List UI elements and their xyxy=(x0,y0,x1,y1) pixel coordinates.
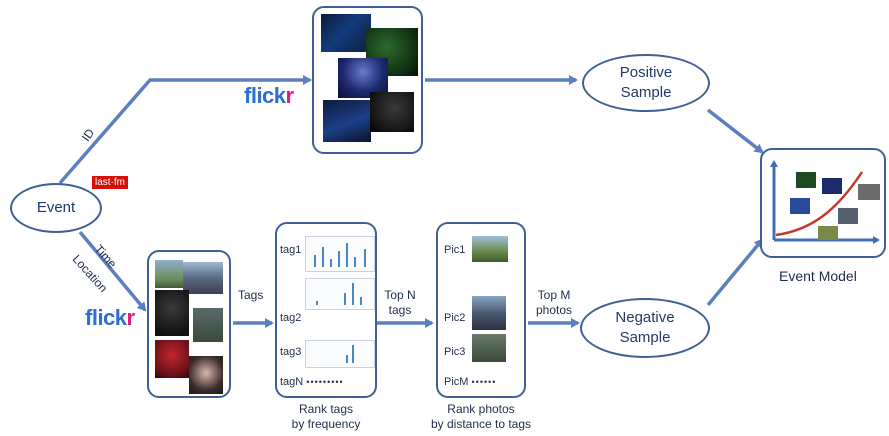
model-photo-1 xyxy=(796,172,816,188)
positive-sample-node: Positive Sample xyxy=(582,54,710,112)
edge-label-top-n-tags: Top N tags xyxy=(384,288,416,317)
pic-row-3: Pic3 xyxy=(444,346,466,358)
photo-ranking-box: Pic1 Pic2 Pic3 PicM •••••• xyxy=(436,222,526,398)
negative-sample-line1: Negative xyxy=(615,309,675,326)
edge-label-top-m-photos: Top M photos xyxy=(535,288,573,317)
model-photo-6 xyxy=(818,226,838,240)
tag1-bars xyxy=(314,243,366,267)
event-model-box xyxy=(760,148,886,258)
negative-sample-line2: Sample xyxy=(619,329,671,346)
tag-row-n: tagN ••••••••• xyxy=(280,376,344,388)
event-label: Event xyxy=(36,199,76,216)
concert-photo-5 xyxy=(370,92,414,132)
model-photo-5 xyxy=(838,208,858,224)
rank-photos-caption: Rank photos by distance to tags xyxy=(430,402,532,431)
positive-sample-line2: Sample xyxy=(620,84,672,101)
tag2-frequency-chart xyxy=(305,278,375,310)
candidate-photo-3 xyxy=(155,290,189,336)
lastfm-logo: last·fm xyxy=(92,176,128,189)
tag-row-1: tag1 xyxy=(280,244,302,256)
event-model-label: Event Model xyxy=(779,268,857,284)
candidate-photo-1 xyxy=(155,260,183,288)
candidate-photo-6 xyxy=(189,356,223,394)
arrow-event-to-bottom-photos xyxy=(78,230,147,312)
candidate-photo-4 xyxy=(193,308,223,342)
pic-row-1: Pic1 xyxy=(444,244,466,256)
tag3-frequency-chart xyxy=(305,340,375,368)
flickr-logo-bottom: flickr xyxy=(85,305,135,330)
candidate-photo-2 xyxy=(183,262,223,294)
rank-tags-caption: Rank tags by frequency xyxy=(291,402,361,431)
tag1-frequency-chart xyxy=(305,236,375,272)
candidate-photo-5 xyxy=(155,340,189,378)
tag-row-3: tag3 xyxy=(280,346,302,358)
edge-label-tags: Tags xyxy=(238,288,264,302)
tag-ranking-box: tag1 tag2 tag3 tagN ••••••••• xyxy=(275,222,377,398)
pic1-thumb xyxy=(472,236,508,262)
tag3-bars xyxy=(346,345,354,363)
model-photo-4 xyxy=(858,184,880,200)
concert-photo-3 xyxy=(338,58,388,98)
concert-photo-1 xyxy=(321,14,371,52)
tag2-bars xyxy=(316,283,362,305)
pic3-thumb xyxy=(472,334,506,362)
positive-sample-line1: Positive xyxy=(619,64,673,81)
negative-sample-node: Negative Sample xyxy=(580,298,710,358)
model-photo-2 xyxy=(822,178,842,194)
arrow-positive-to-model xyxy=(706,108,764,154)
arrow-negative-to-model xyxy=(706,238,764,307)
positive-photo-collage xyxy=(312,6,423,154)
event-node: Event xyxy=(10,183,102,233)
model-photo-3 xyxy=(790,198,810,214)
flickr-logo-top: flickr xyxy=(244,83,294,108)
pic2-thumb xyxy=(472,296,506,330)
pic-row-2: Pic2 xyxy=(444,312,466,324)
pic-row-m: PicM •••••• xyxy=(444,376,497,388)
event-model-graph xyxy=(770,160,880,244)
arrow-event-to-flickr-top xyxy=(58,75,312,185)
model-curve xyxy=(775,171,864,237)
concert-photo-4 xyxy=(323,100,371,142)
tag-row-2: tag2 xyxy=(280,312,302,324)
candidate-photo-collage xyxy=(147,250,231,398)
